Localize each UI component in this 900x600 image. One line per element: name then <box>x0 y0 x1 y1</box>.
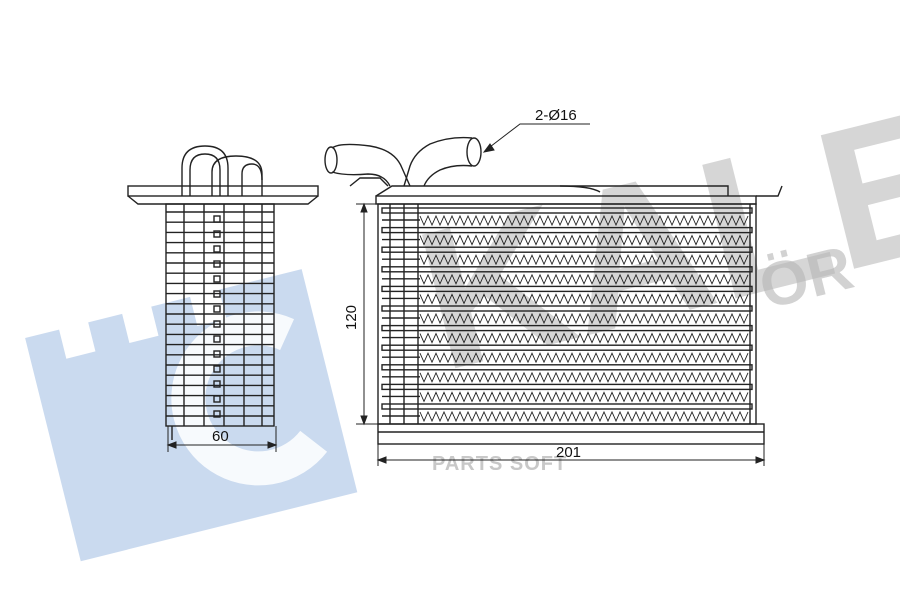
side-view <box>127 145 319 440</box>
dimension-height-label: 120 <box>343 305 360 330</box>
side-tab <box>213 230 221 238</box>
side-tab <box>213 260 221 268</box>
front-pipe-left-mouth <box>324 146 338 174</box>
side-tab <box>213 320 221 328</box>
front-tube <box>381 324 753 332</box>
front-top-lip <box>559 185 601 193</box>
side-tab <box>213 335 221 343</box>
dimension-side-width-label: 60 <box>212 428 229 445</box>
side-pipe-loop-right <box>211 155 263 196</box>
side-pipe-loop-outer-inner <box>189 153 221 196</box>
front-tube <box>381 207 753 214</box>
side-flange-edge <box>127 195 319 205</box>
side-tab <box>213 215 221 223</box>
front-fin-wave <box>419 332 749 344</box>
side-tab <box>213 245 221 253</box>
front-tube <box>381 305 753 312</box>
front-fin-wave <box>419 371 749 383</box>
front-fin-wave <box>419 254 749 266</box>
side-tabs <box>213 215 221 418</box>
side-pipe-loop-outer <box>181 145 229 196</box>
dimension-pipe-spec-label: 2-Ø16 <box>535 107 577 124</box>
side-tab <box>213 395 221 403</box>
side-tab <box>213 275 221 283</box>
front-pipe-right-lower <box>423 164 473 187</box>
front-tube <box>381 266 753 273</box>
dimension-side-width <box>166 426 278 452</box>
side-pipe-loop-right-inner <box>241 163 263 196</box>
front-tube <box>381 285 753 293</box>
front-top-plate-hook <box>756 185 783 197</box>
front-tube <box>381 403 753 410</box>
side-tab <box>213 290 221 298</box>
side-tab <box>213 365 221 373</box>
side-flange <box>127 185 319 197</box>
front-fin-wave <box>419 234 749 246</box>
front-fin-wave <box>419 410 749 423</box>
front-fin-wave <box>419 391 749 403</box>
dimension-pipe-leader <box>482 123 590 153</box>
side-body <box>165 203 275 427</box>
front-pipe-left <box>331 143 411 187</box>
dimension-length-label: 201 <box>556 444 581 461</box>
watermark-logo-block <box>25 269 358 562</box>
dimension-length <box>376 444 766 466</box>
front-bottom-tank <box>377 423 765 445</box>
dimension-height <box>356 202 380 426</box>
front-pipe-right <box>403 136 473 187</box>
front-view <box>324 136 783 445</box>
front-fin-wave <box>419 214 749 227</box>
front-tube <box>381 344 753 351</box>
side-tab <box>213 410 221 418</box>
side-tab <box>213 305 221 313</box>
front-pipe-left-lower <box>331 171 391 187</box>
watermark: KALE ÖR PARTS SOFT <box>25 65 900 562</box>
front-pipe-bracket <box>349 177 389 187</box>
front-pipe-right-mouth <box>466 137 482 167</box>
front-tubes <box>381 204 753 424</box>
front-tube <box>381 246 753 253</box>
side-tab <box>213 350 221 358</box>
front-tube <box>381 226 753 234</box>
front-fin-wave <box>419 312 749 325</box>
front-tube <box>381 364 753 371</box>
side-tab <box>213 380 221 388</box>
watermark-source-text: PARTS SOFT <box>432 453 567 475</box>
front-tube <box>381 383 753 391</box>
front-fin-wave <box>419 352 749 364</box>
front-fin-wave <box>419 273 749 285</box>
front-fin-wave <box>419 293 749 305</box>
